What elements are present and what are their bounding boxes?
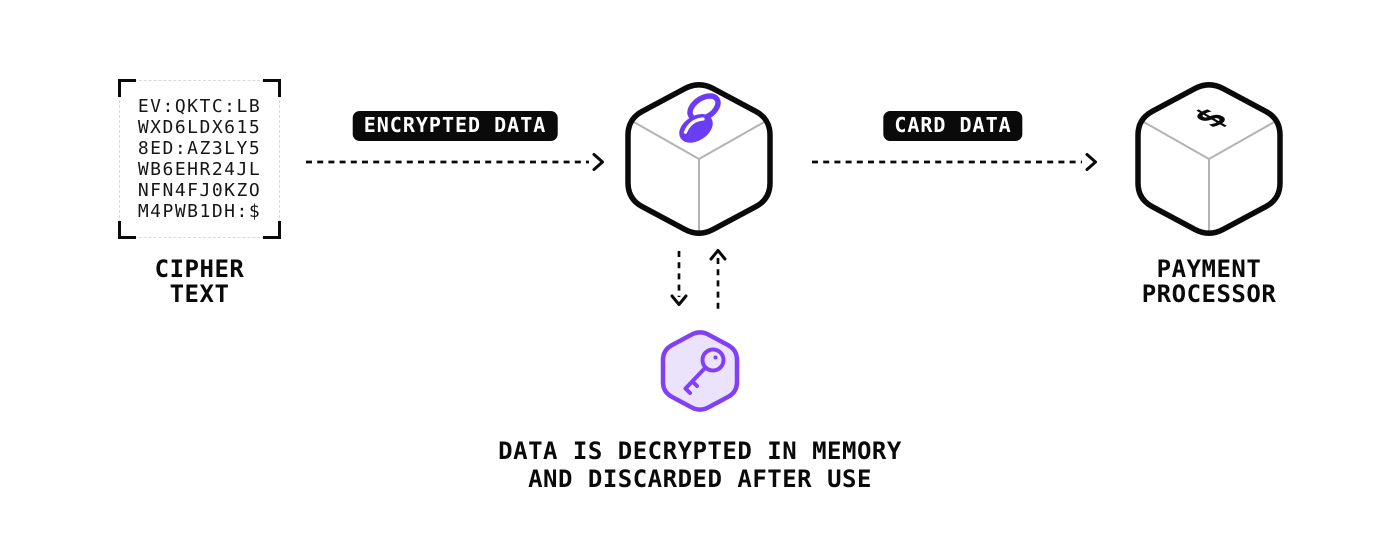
corner-bracket-icon <box>263 221 281 239</box>
payment-label-line2: PROCESSOR <box>1141 280 1277 308</box>
card-data-badge: CARD DATA <box>883 111 1023 141</box>
caption: DATA IS DECRYPTED IN MEMORY AND DISCARDE… <box>0 437 1400 493</box>
enclave-cube-icon <box>625 82 773 236</box>
payment-processor-cube-icon: $ <box>1135 82 1283 236</box>
cipher-label-line2: TEXT <box>169 280 230 308</box>
payment-label-line1: PAYMENT <box>1156 255 1262 283</box>
cipher-text-box: EV:QKTC:LB WXD6LDX615 8ED:AZ3LY5 WB6EHR2… <box>118 79 281 239</box>
corner-bracket-icon <box>263 79 281 97</box>
payment-processor-label: PAYMENT PROCESSOR <box>1119 257 1299 307</box>
evervault-logo-icon <box>679 93 721 143</box>
cipher-line: M4PWB1DH:$ <box>137 201 262 222</box>
encrypted-data-badge: ENCRYPTED DATA <box>352 111 558 141</box>
cipher-line: WB6EHR24JL <box>137 159 262 180</box>
cipher-line: 8ED:AZ3LY5 <box>137 138 262 159</box>
corner-bracket-icon <box>118 221 136 239</box>
key-exchange-arrows-icon <box>670 249 727 310</box>
decryption-key-icon <box>660 330 740 412</box>
caption-line2: AND DISCARDED AFTER USE <box>528 465 872 493</box>
caption-line1: DATA IS DECRYPTED IN MEMORY <box>498 437 902 465</box>
key-glyph-icon <box>683 347 726 395</box>
cipher-line: NFN4FJ0KZO <box>137 180 262 201</box>
cipher-label-line1: CIPHER <box>154 255 245 283</box>
encrypted-data-arrow-icon <box>306 153 604 171</box>
cipher-line: EV:QKTC:LB <box>137 96 262 117</box>
cipher-line: WXD6LDX615 <box>137 117 262 138</box>
card-data-arrow-icon <box>812 153 1097 171</box>
cipher-text-label: CIPHER TEXT <box>119 257 280 307</box>
corner-bracket-icon <box>118 79 136 97</box>
